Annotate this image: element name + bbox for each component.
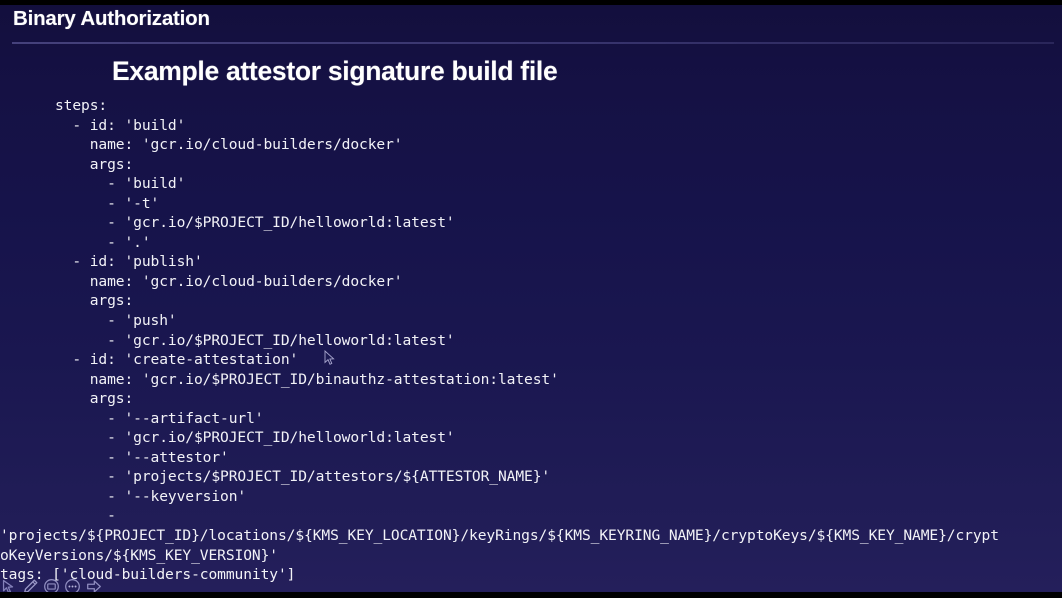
code-line: args: [55,292,134,310]
code-line: - 'gcr.io/$PROJECT_ID/helloworld:latest' [55,429,455,447]
code-line: name: 'gcr.io/$PROJECT_ID/binauthz-attes… [55,370,559,388]
code-line: steps: [55,97,108,114]
code-line: args: [55,390,134,408]
header-divider [12,42,1054,44]
code-line: - '--artifact-url' [55,409,264,427]
code-line: - id: 'build' [55,116,186,134]
letterbox-bottom-bar [0,592,1062,598]
code-line: - 'gcr.io/$PROJECT_ID/helloworld:latest' [55,331,455,349]
code-line: - 'build' [55,175,186,193]
slide-canvas: Binary Authorization Example attestor si… [0,5,1062,592]
code-line-wrapped: 'projects/${PROJECT_ID}/locations/${KMS_… [0,527,999,564]
code-line: - '-t' [55,194,160,212]
slide-title: Example attestor signature build file [112,56,558,86]
presentation-toolbar[interactable] [0,576,103,596]
presentation-header-title: Binary Authorization [13,7,210,30]
code-line: - 'gcr.io/$PROJECT_ID/helloworld:latest' [55,214,455,232]
code-line: - id: 'create-attestation' [55,351,299,369]
code-line-tags: tags: ['cloud-builders-community'] [0,566,296,584]
letterbox-top-bar [0,0,1062,5]
code-line: - '--attestor' [55,448,229,466]
pen-icon[interactable] [21,577,40,596]
pointer-icon[interactable] [0,577,19,596]
code-block: steps: - id: 'build' name: 'gcr.io/cloud… [0,96,1055,585]
code-line: name: 'gcr.io/cloud-builders/docker' [55,136,403,154]
next-arrow-icon[interactable] [84,577,103,596]
code-line: - '.' [55,233,151,251]
code-line: - [55,507,125,525]
code-line: - 'projects/$PROJECT_ID/attestors/${ATTE… [55,468,551,486]
code-line: args: [55,155,134,173]
code-line: name: 'gcr.io/cloud-builders/docker' [55,272,403,290]
code-line: - '--keyversion' [55,487,247,505]
code-line: - id: 'publish' [55,253,203,271]
code-line: - 'push' [55,312,177,330]
